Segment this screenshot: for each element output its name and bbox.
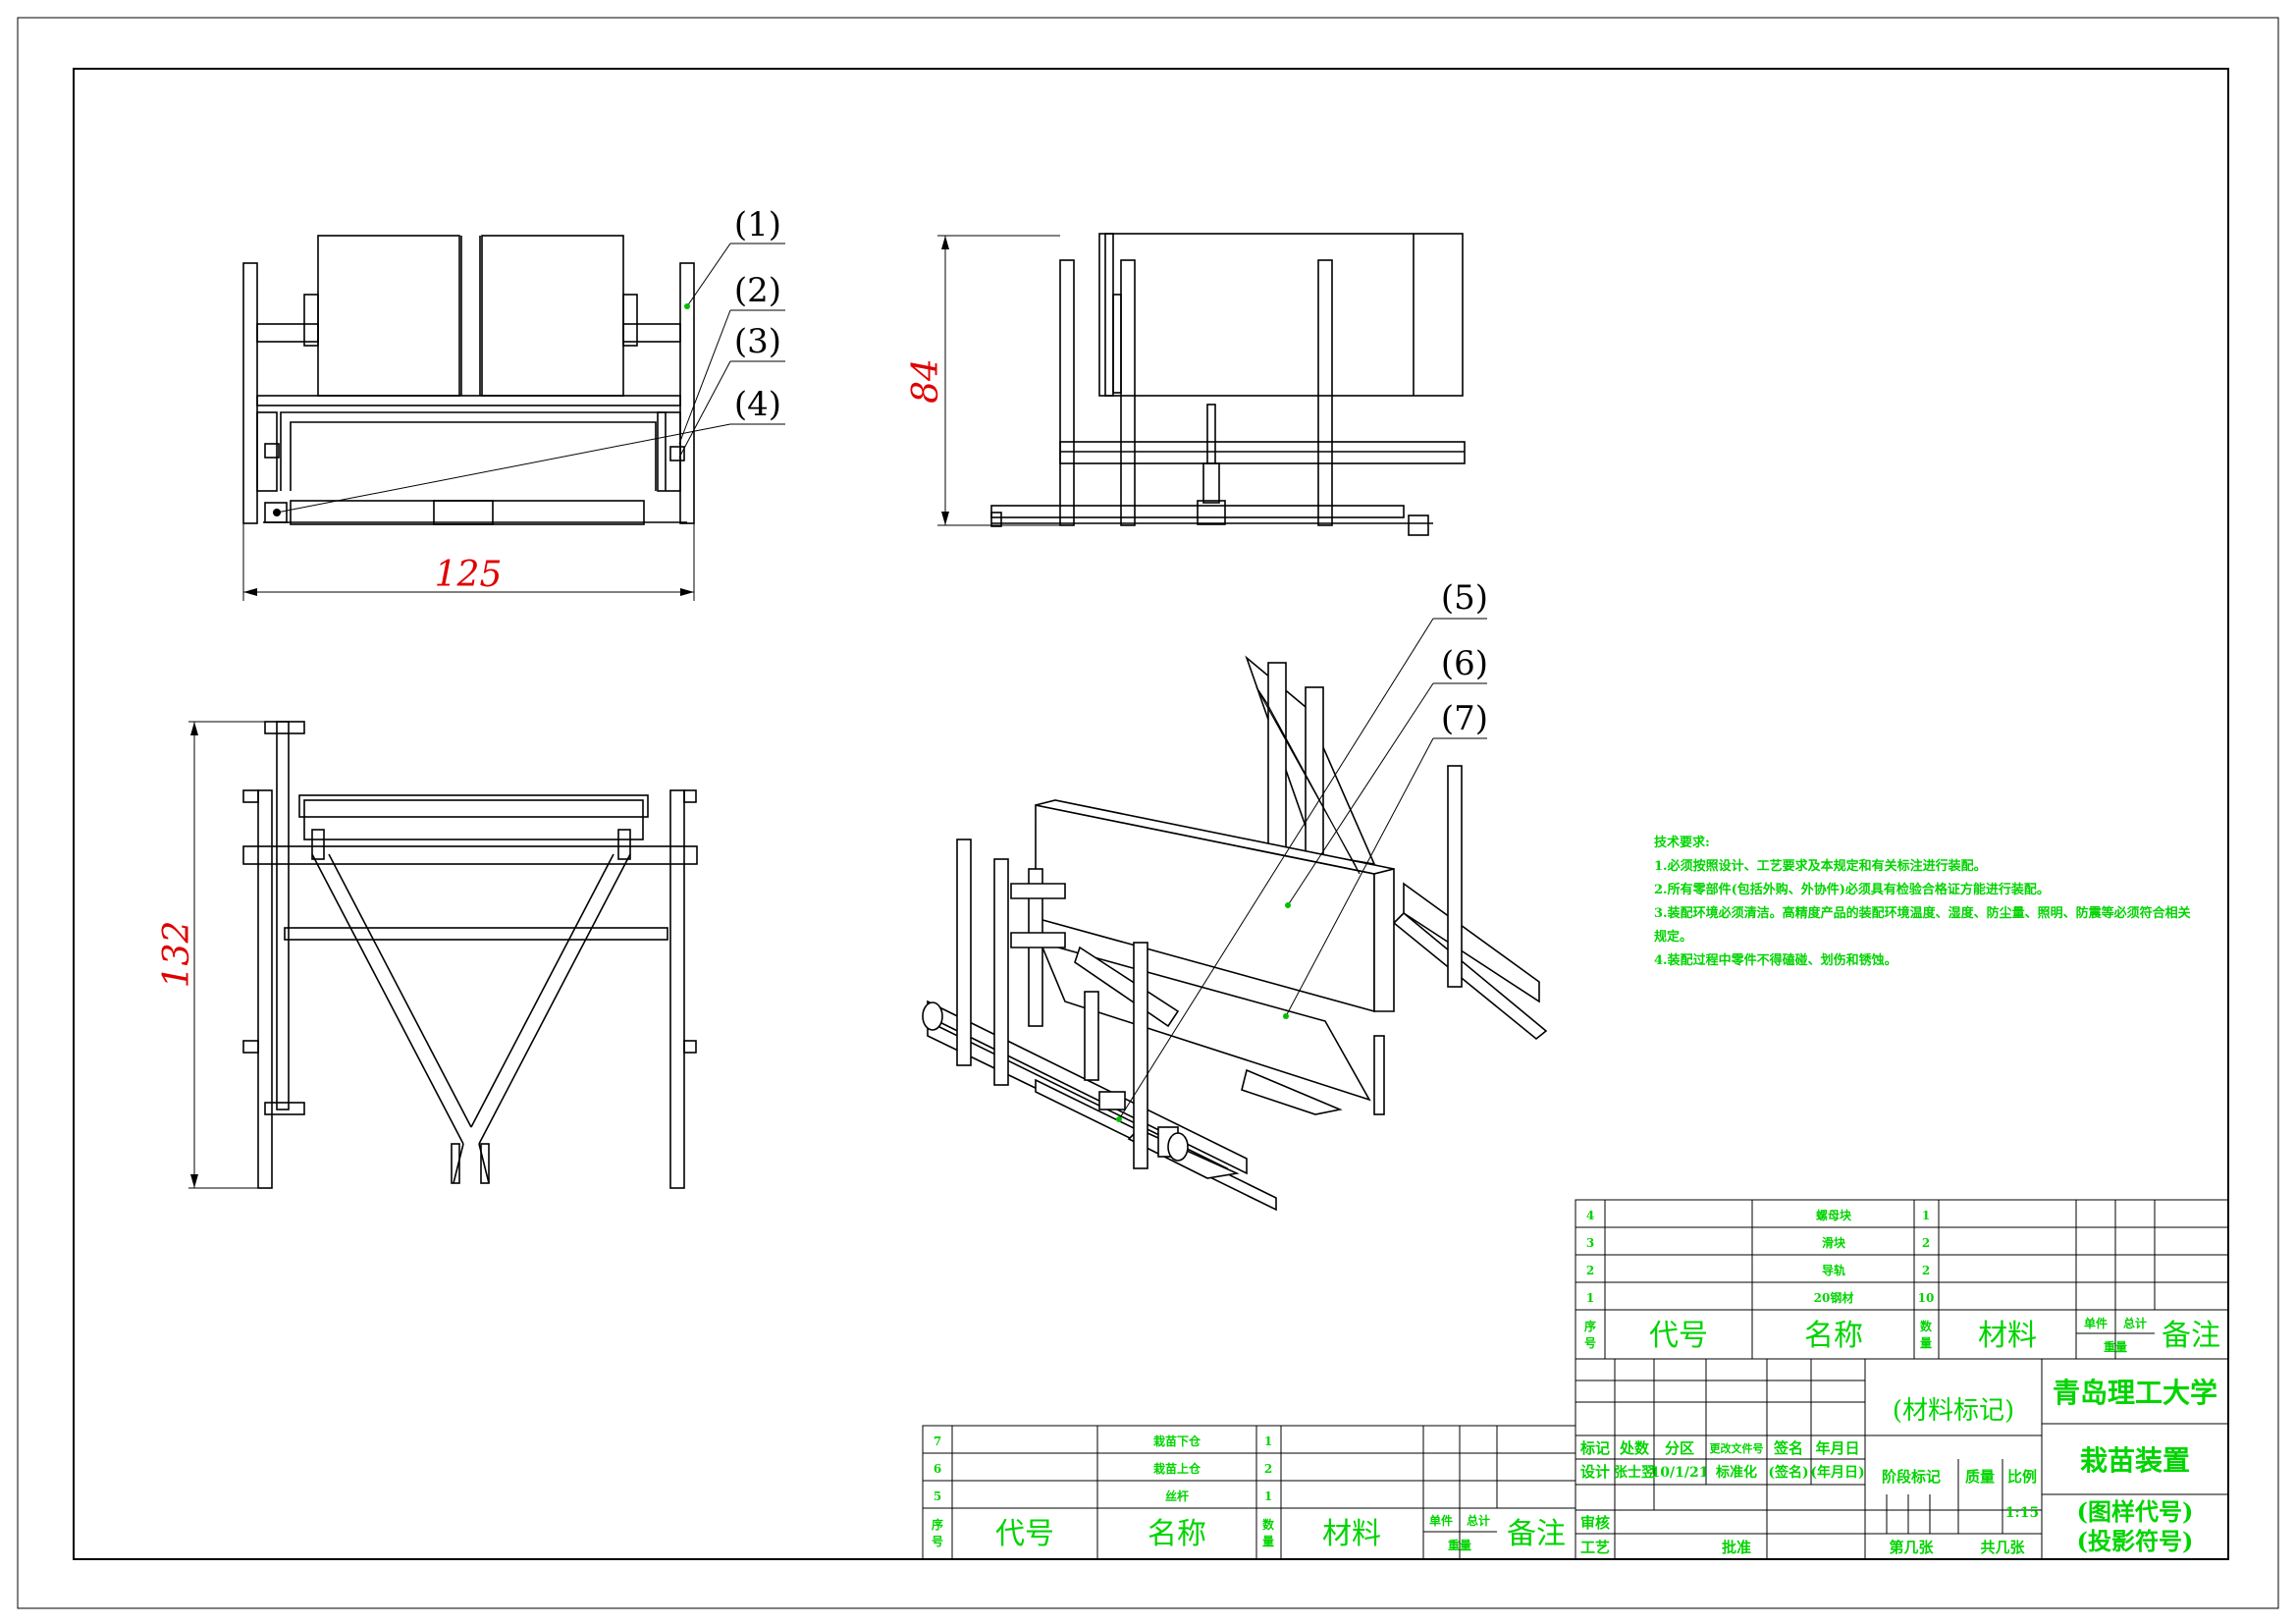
- balloons-front: (1) (2) (3) (4): [276, 205, 785, 514]
- bom-left-header-qty-2: 量: [1262, 1535, 1274, 1548]
- tb-scale-label: 比例: [2007, 1468, 2037, 1486]
- bom-right-header-total: 总计: [2123, 1316, 2147, 1330]
- bom-right-row-3-name: 导轨: [1822, 1263, 1845, 1277]
- tb-standardize-label: 标准化: [1715, 1464, 1757, 1481]
- tb-stage-mark-label: 阶段标记: [1882, 1468, 1941, 1486]
- bom-right-header-name: 名称: [1804, 1319, 1863, 1353]
- tech-item-3: 3.装配环境必须清洁。高精度产品的装配环境温度、湿度、防尘量、照明、防震等必须符…: [1654, 905, 2191, 921]
- dimension-height: 84: [906, 358, 946, 404]
- tb-material-mark: (材料标记): [1893, 1396, 2014, 1426]
- tb-rev-sign: 签名: [1773, 1439, 1803, 1457]
- tb-rev-zone: 分区: [1665, 1439, 1694, 1457]
- tb-drawing-code: (图样代号): [2077, 1497, 2194, 1526]
- bom-left-header-code: 代号: [995, 1517, 1054, 1551]
- bom-right-header-seq-2: 号: [1584, 1335, 1596, 1350]
- tb-designer: 张士翌: [1614, 1464, 1655, 1481]
- tb-review-label: 审核: [1580, 1514, 1610, 1532]
- tb-sheet-total: 共几张: [1980, 1539, 2025, 1556]
- bom-right-row-1-name: 螺母块: [1816, 1208, 1852, 1222]
- tb-weight-label: 质量: [1965, 1468, 1995, 1486]
- tech-item-3-cont: 规定。: [1654, 929, 1692, 945]
- bom-left-row-3-name: 丝杆: [1165, 1489, 1189, 1503]
- technical-requirements: 技术要求: 1.必须按照设计、工艺要求及本规定和有关标注进行装配。 2.所有零部…: [1654, 835, 2191, 968]
- balloon-4: (4): [734, 385, 781, 424]
- bom-left-header-name: 名称: [1148, 1517, 1206, 1551]
- bom-right-row-2-qty: 2: [1922, 1236, 1930, 1250]
- balloon-2: (2): [734, 271, 781, 310]
- bom-left-header-weight: 重量: [1448, 1538, 1471, 1552]
- balloon-6: (6): [1441, 644, 1488, 683]
- bom-left-header-total: 总计: [1467, 1513, 1490, 1528]
- tech-title: 技术要求:: [1654, 835, 1710, 850]
- bom-left-header-seq-2: 号: [932, 1534, 943, 1548]
- bom-right-header-code: 代号: [1649, 1319, 1708, 1353]
- bom-right-row-3-qty: 2: [1922, 1264, 1930, 1277]
- tb-university: 青岛理工大学: [2053, 1377, 2217, 1409]
- balloon-1: (1): [734, 205, 781, 244]
- bom-left-row-1-no: 7: [934, 1435, 941, 1448]
- bom-left-row-2-qty: 2: [1264, 1462, 1272, 1476]
- bom-right-row-4-name: 20钢材: [1814, 1290, 1854, 1305]
- tb-sheet-no: 第几张: [1889, 1539, 1934, 1556]
- tech-item-4: 4.装配过程中零件不得磕碰、划伤和锈蚀。: [1654, 952, 1897, 968]
- tb-process-label: 工艺: [1580, 1539, 1610, 1556]
- bom-left-header-unit: 单件: [1429, 1513, 1453, 1528]
- bom-left-row-1-qty: 1: [1264, 1435, 1272, 1448]
- dimension-depth: 132: [157, 921, 197, 989]
- bom-left-row-2-name: 栽苗上仓: [1153, 1461, 1201, 1476]
- bom-right-row-1-qty: 1: [1922, 1209, 1930, 1222]
- bom-left-header-seq-1: 序: [932, 1517, 943, 1532]
- tb-drawing-name: 栽苗装置: [2080, 1444, 2190, 1477]
- inner-border: [73, 68, 2229, 1560]
- title-block: (材料标记) 青岛理工大学 栽苗装置 (图样代号) (投影符号) 标记 处数 分…: [1575, 1358, 2229, 1560]
- tb-rev-date: 年月日: [1815, 1439, 1859, 1457]
- bom-table-left: 7 栽苗下仓 1 6 栽苗上仓 2 5 丝杆 1 序 号 代号 名称 数 量 材…: [922, 1425, 1576, 1560]
- bom-left-header-material: 材料: [1322, 1517, 1381, 1551]
- bom-left-row-2-no: 6: [934, 1462, 941, 1476]
- tb-design-date: 10/1/21: [1651, 1465, 1709, 1481]
- bom-left-header-qty-1: 数: [1262, 1517, 1275, 1532]
- outer-border: [17, 17, 2279, 1609]
- bom-right-header-remark: 备注: [2162, 1319, 2220, 1353]
- bom-right-header-weight: 重量: [2104, 1339, 2127, 1354]
- bom-right-header-qty-2: 量: [1920, 1336, 1932, 1350]
- tb-rev-doc: 更改文件号: [1710, 1441, 1764, 1455]
- tb-sign-placeholder: (签名): [1768, 1464, 1808, 1481]
- dimension-width: 125: [435, 555, 503, 595]
- tb-rev-count: 处数: [1619, 1439, 1650, 1457]
- bom-left-header-remark: 备注: [1507, 1517, 1566, 1551]
- bom-right-header-qty-1: 数: [1920, 1319, 1933, 1333]
- bom-left-row-1-name: 栽苗下仓: [1153, 1434, 1201, 1448]
- bom-left-row-3-no: 5: [934, 1489, 941, 1503]
- tb-approve-label: 批准: [1722, 1539, 1751, 1556]
- top-view: 132: [157, 721, 698, 1189]
- bom-right-row-2-no: 3: [1586, 1236, 1594, 1250]
- tb-scale-value: 1:15: [2005, 1505, 2039, 1521]
- side-view: 84: [906, 233, 1466, 536]
- bom-right-row-2-name: 滑块: [1822, 1235, 1846, 1250]
- bom-right-row-4-qty: 10: [1918, 1291, 1935, 1305]
- tb-date-placeholder: (年月日): [1810, 1464, 1864, 1481]
- bom-right-row-1-no: 4: [1586, 1209, 1594, 1222]
- bom-right-header-unit: 单件: [2084, 1316, 2108, 1330]
- tech-item-2: 2.所有零部件(包括外购、外协件)必须具有检验合格证方能进行装配。: [1654, 882, 2050, 897]
- bom-left-row-3-qty: 1: [1264, 1489, 1272, 1503]
- bom-right-header-material: 材料: [1978, 1319, 2037, 1353]
- bom-right-row-4-no: 1: [1586, 1291, 1594, 1305]
- tech-item-1: 1.必须按照设计、工艺要求及本规定和有关标注进行装配。: [1654, 858, 1987, 874]
- tb-rev-mark: 标记: [1579, 1439, 1610, 1457]
- bom-right-row-3-no: 2: [1586, 1264, 1594, 1277]
- front-view: 125: [242, 235, 695, 601]
- bom-table-right: 4 螺母块 1 3 滑块 2 2 导轨 2 1 20钢材 10 序 号 代号 名…: [1575, 1199, 2229, 1360]
- tb-projection: (投影符号): [2077, 1527, 2194, 1555]
- isometric-view: (5) (6) (7): [922, 578, 1548, 1212]
- tb-design-label: 设计: [1580, 1463, 1610, 1481]
- balloon-5: (5): [1441, 578, 1488, 618]
- balloon-7: (7): [1441, 699, 1488, 738]
- balloon-3: (3): [734, 322, 781, 361]
- bom-right-header-seq-1: 序: [1584, 1319, 1596, 1333]
